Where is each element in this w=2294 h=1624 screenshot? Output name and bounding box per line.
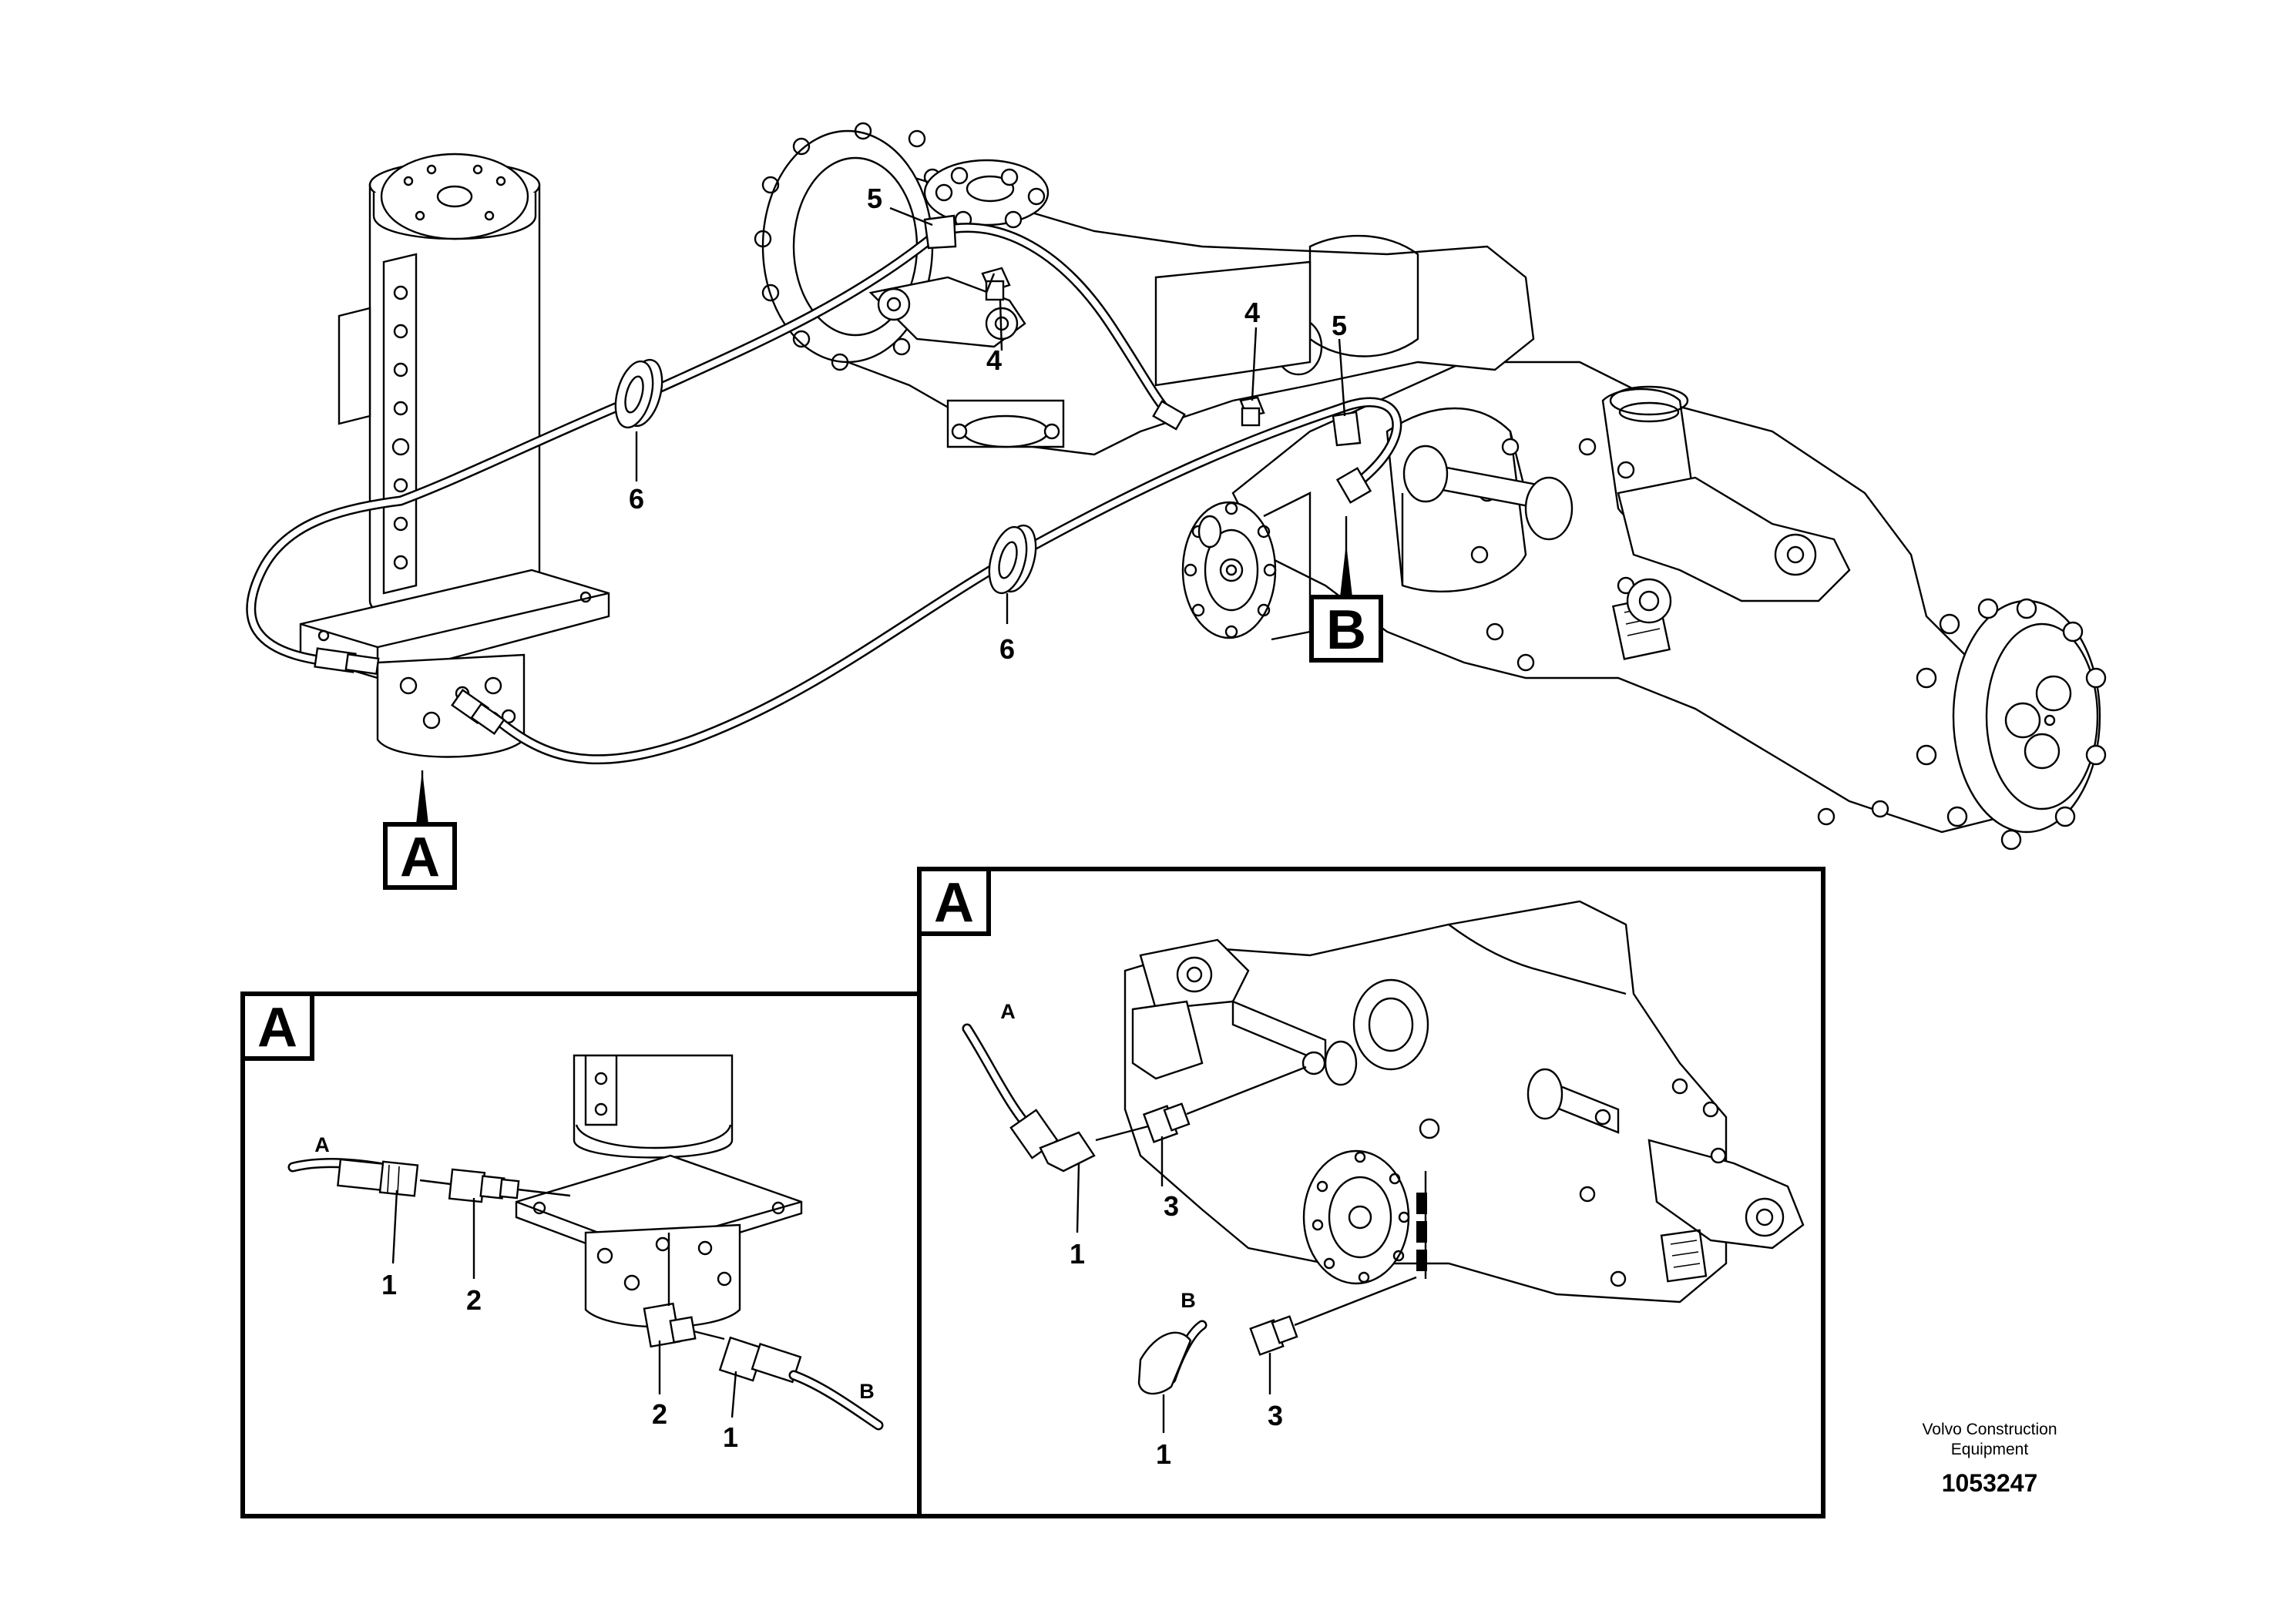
detail-left-adapter-lower <box>643 1302 697 1348</box>
callout-4-bolt-left-lower: 4 <box>986 344 1002 376</box>
main-assembly: A B 5 4 4 5 6 6 <box>246 122 2107 890</box>
detail-left-callout-2-lower: 2 <box>652 1398 667 1430</box>
clip-bolt-right <box>1239 396 1265 427</box>
callout-4-bolt-right: 4 <box>1244 297 1260 328</box>
main-hose-fittings <box>314 400 1372 736</box>
rear-wheel-hub <box>1916 598 2107 851</box>
detail-right-hose-B-label: B <box>1181 1289 1196 1312</box>
hose-upper <box>246 223 1177 668</box>
detail-right-hose-A-label: A <box>1000 1000 1016 1023</box>
detail-right-adapter-lower <box>1249 1315 1298 1356</box>
grommet-left <box>614 358 663 429</box>
front-axle-housing <box>754 122 1535 549</box>
detail-left-title: A <box>257 997 297 1059</box>
hose-lower <box>488 397 1402 765</box>
detail-right-hose-A-fitting <box>1009 1109 1096 1173</box>
callout-6-grommet-left: 6 <box>629 483 644 515</box>
hose-clip-left <box>923 214 957 250</box>
detail-right-adapter-upper <box>1142 1102 1191 1143</box>
detail-right-title-box <box>917 867 991 936</box>
view-A-box <box>383 822 457 890</box>
detail-left-title-box <box>240 992 314 1061</box>
callout-6-grommet-right: 6 <box>999 633 1015 665</box>
detail-right-title: A <box>934 872 974 934</box>
detail-left-callout-1-lower: 1 <box>723 1421 738 1453</box>
callout-5-clip-left: 5 <box>867 183 882 214</box>
diagram-part-number: 1053247 <box>1942 1469 2038 1497</box>
detail-right-panel: A <box>917 867 1825 1518</box>
view-A-label: A <box>400 827 440 888</box>
detail-right-frame <box>917 867 1825 1518</box>
rear-input-flange <box>1181 492 1312 641</box>
detail-right-axle <box>1123 900 1805 1304</box>
detail-right-hose-B-fitting <box>1137 1331 1192 1395</box>
detail-left-panel: A <box>240 992 922 1518</box>
detail-left-callout-1-upper: 1 <box>381 1269 397 1300</box>
company-name-line1: Volvo Construction <box>1922 1421 2057 1438</box>
detail-left-hose-A-label: A <box>314 1133 330 1156</box>
view-B-box <box>1309 595 1383 663</box>
detail-left-callout-2-upper: 2 <box>466 1284 482 1316</box>
detail-right-callout-1-upper: 1 <box>1070 1238 1085 1270</box>
grommet-right <box>988 524 1037 595</box>
detail-right-callout-1-lower: 1 <box>1156 1438 1171 1470</box>
hose-clip-right <box>1332 411 1362 447</box>
detail-right-callout-3-upper: 3 <box>1164 1190 1179 1222</box>
detail-left-adapter-upper <box>448 1168 520 1203</box>
detail-left-hose-A-end <box>337 1158 419 1197</box>
rear-axle-housing <box>1181 361 2107 851</box>
view-B-label: B <box>1326 599 1366 661</box>
callout-5-clip-right: 5 <box>1332 310 1347 341</box>
detail-left-hose-B-label: B <box>859 1380 875 1403</box>
detail-right-callout-3-lower: 3 <box>1268 1400 1283 1431</box>
front-top-cover <box>923 159 1050 229</box>
footer: Volvo Construction Equipment 1053247 <box>1922 1421 2057 1497</box>
detail-left-hose-B-end <box>718 1336 802 1384</box>
company-name-line2: Equipment <box>1951 1441 2029 1458</box>
